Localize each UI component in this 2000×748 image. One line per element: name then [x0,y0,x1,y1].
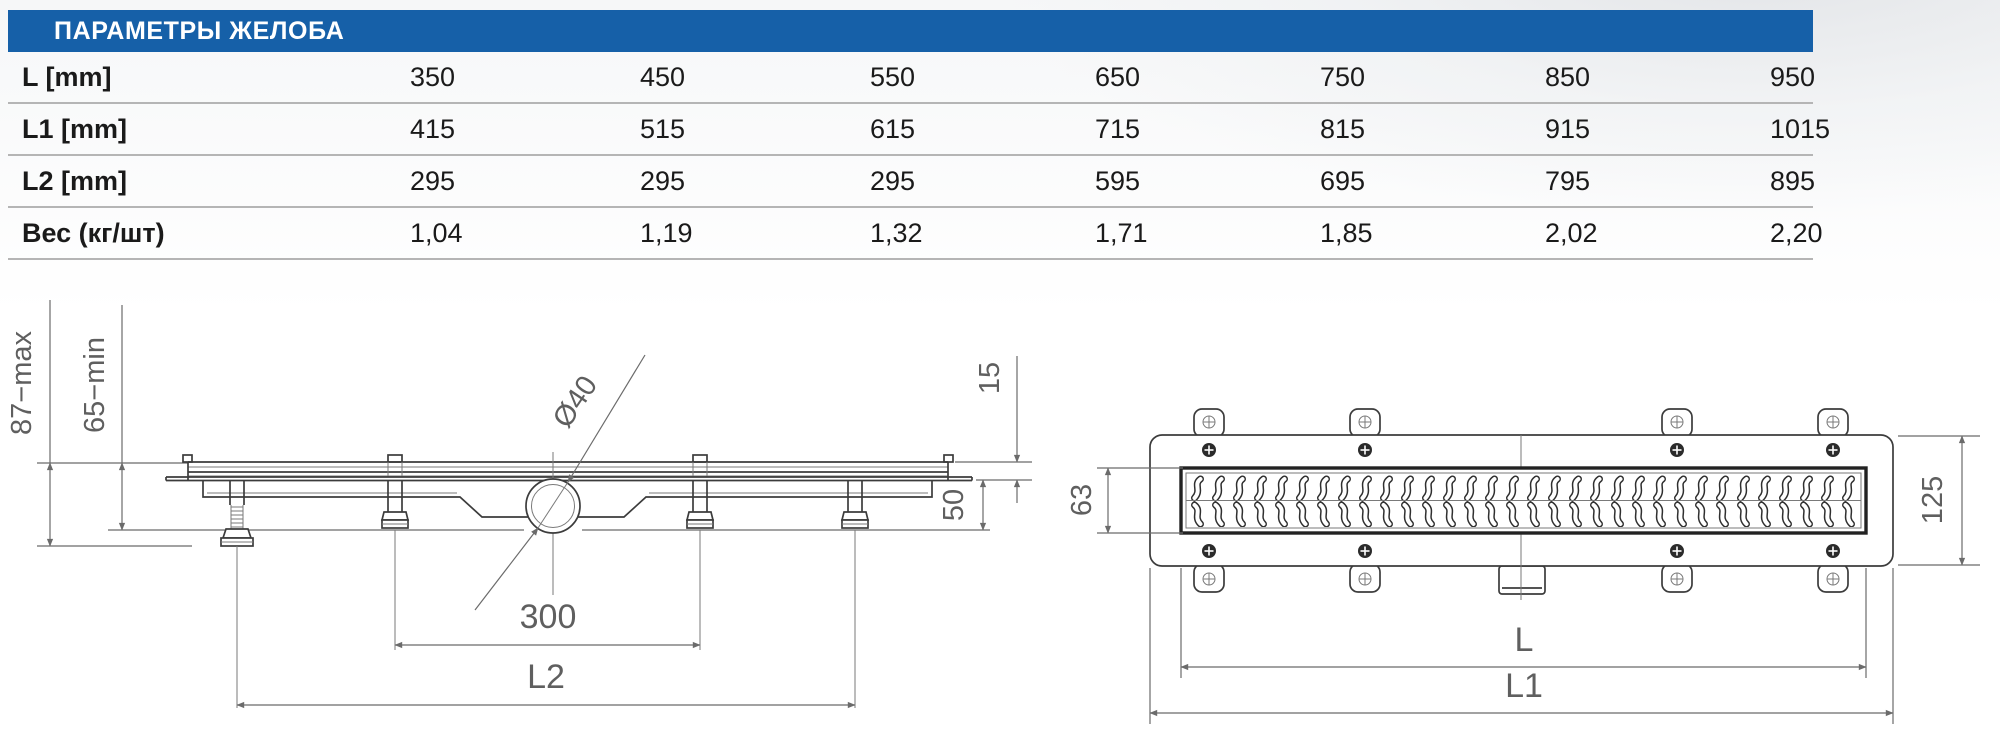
cell: 895 [1770,165,1816,196]
cell: 2,20 [1770,217,1823,248]
dim-label-L1: L1 [1505,667,1543,705]
cell: 1,85 [1320,217,1373,248]
dim-label-65-min: 65−min [79,337,111,433]
top-view-drawing: 63 125 L L1 [1066,408,1980,724]
row-label: L2 [mm] [22,165,128,196]
cell: 295 [640,165,686,196]
grate [1179,466,1868,535]
parameters-table: ПАРАМЕТРЫ ЖЕЛОБА L [mm] 350 450 550 650 … [8,10,1830,260]
cell: 795 [1545,165,1591,196]
cell: 1,04 [410,217,463,248]
dim-label-300: 300 [520,598,577,636]
cell: 295 [410,165,456,196]
cell: 650 [1095,61,1141,92]
technical-drawings: 87−max 65−min 15 50 [6,300,1980,724]
cell: 750 [1320,61,1366,92]
table-title-bar: ПАРАМЕТРЫ ЖЕЛОБА [8,10,1813,52]
cell: 350 [410,61,456,92]
table-row-L2: L2 [mm] 295 295 295 595 695 795 895 [8,156,1816,208]
dim-label-L2: L2 [527,658,565,696]
cell: 715 [1095,113,1141,144]
cell: 615 [870,113,916,144]
cell: 915 [1545,113,1591,144]
cell: 415 [410,113,456,144]
cell: 1,71 [1095,217,1148,248]
cell: 695 [1320,165,1366,196]
mounting-tabs [1193,408,1849,593]
table-row-weight: Вес (кг/шт) 1,04 1,19 1,32 1,71 1,85 2,0… [8,208,1823,260]
row-label: L1 [mm] [22,113,128,144]
cell: 1,32 [870,217,923,248]
cell: 815 [1320,113,1366,144]
leg [840,481,870,529]
dim-label-L: L [1515,621,1534,659]
cell: 850 [1545,61,1591,92]
cell: 1015 [1770,113,1831,144]
cell: 550 [870,61,916,92]
row-label: L [mm] [22,61,112,92]
table-row-L1: L1 [mm] 415 515 615 715 815 915 1015 [8,104,1830,156]
leg [380,481,410,529]
cell: 1,19 [640,217,693,248]
side-view-drawing: 87−max 65−min 15 50 [6,300,1032,709]
dim-label-diameter-40: Ø40 [547,370,604,433]
dim-label-125: 125 [1917,476,1949,524]
leg-extended [220,481,254,547]
cell: 2,02 [1545,217,1598,248]
cell: 450 [640,61,686,92]
dim-label-87-max: 87−max [6,331,38,435]
table-row-L: L [mm] 350 450 550 650 750 850 950 [8,52,1816,104]
table-title: ПАРАМЕТРЫ ЖЕЛОБА [54,16,345,45]
dim-label-63: 63 [1066,484,1098,516]
bolts [1202,443,1840,558]
cell: 295 [870,165,916,196]
dim-label-50: 50 [938,489,970,521]
leg [685,481,715,529]
cell: 950 [1770,61,1816,92]
cell: 515 [640,113,686,144]
row-label: Вес (кг/шт) [22,217,165,248]
dim-label-15: 15 [974,362,1006,394]
cell: 595 [1095,165,1141,196]
